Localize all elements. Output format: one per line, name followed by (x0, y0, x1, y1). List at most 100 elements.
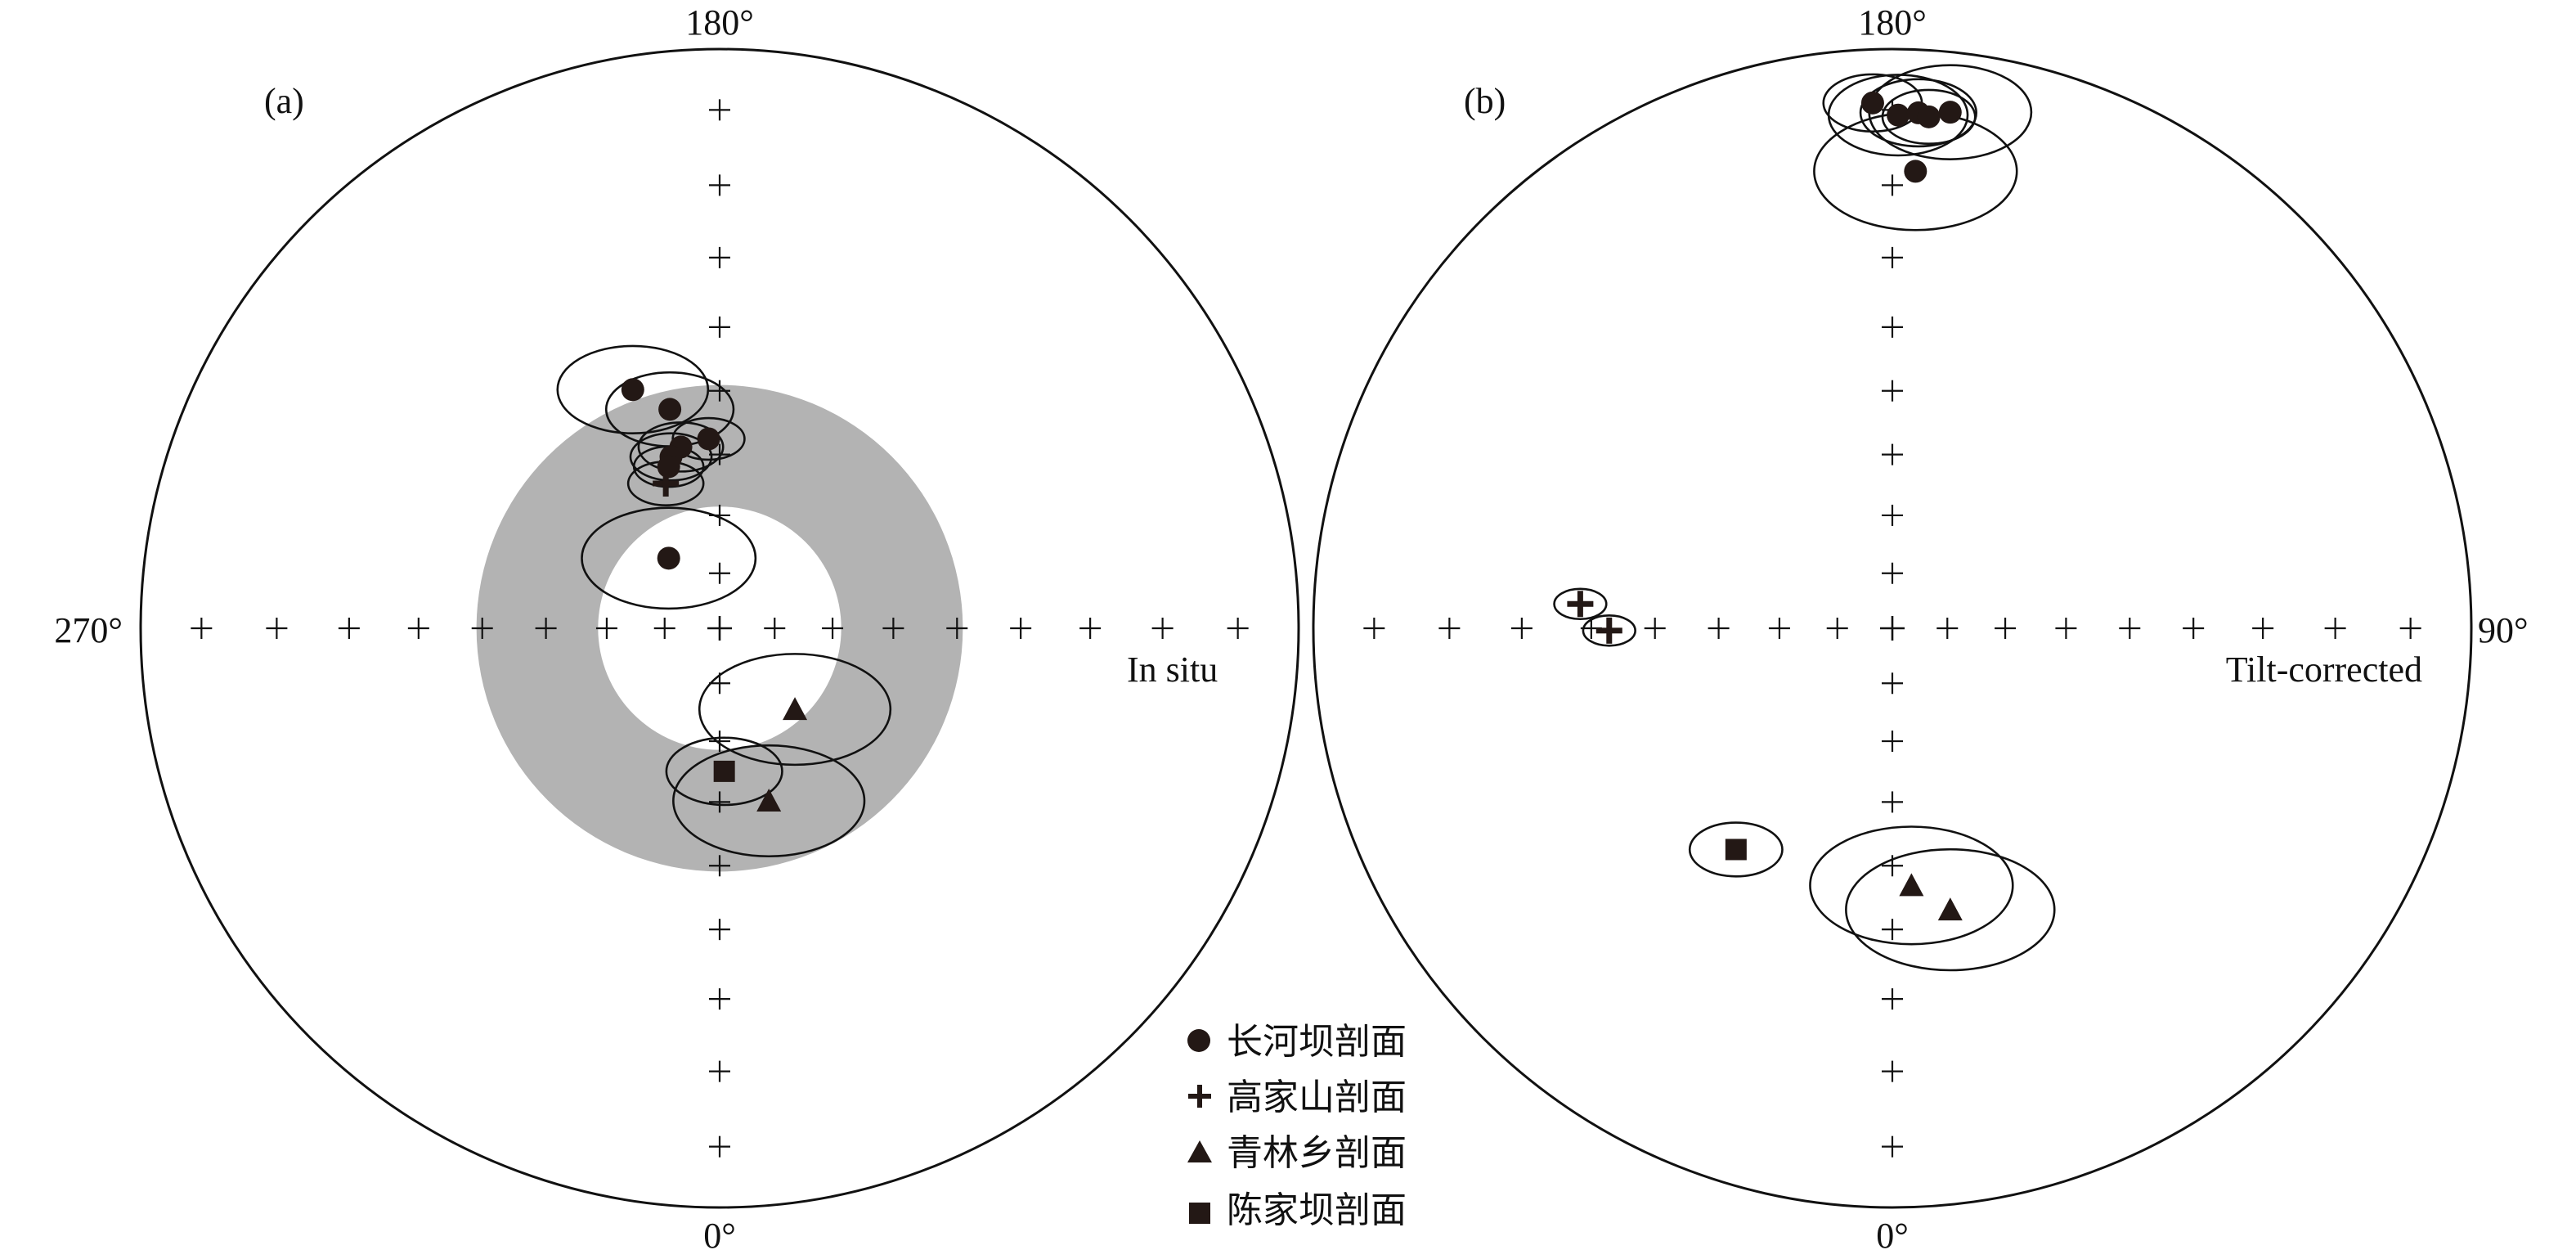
panel-label-a: (a) (264, 81, 304, 121)
grid-cross (2399, 618, 2421, 639)
data-point-triangle (1899, 873, 1924, 897)
grid-cross (1936, 618, 1959, 639)
grid-cross (2324, 618, 2346, 639)
grid-cross (1010, 618, 1032, 639)
panel-b: (b) Tilt-corrected 180° 90° 0° (1312, 2, 2529, 1256)
confidence-ellipse (1881, 88, 1977, 145)
grid-cross (1882, 246, 1903, 268)
grid-cross (709, 855, 730, 877)
data-point-triangle (1937, 897, 1963, 921)
grid-cross (266, 618, 288, 639)
confidence-ellipse (698, 653, 892, 767)
data-point-triangle (783, 697, 808, 721)
data-point-circle (1887, 103, 1910, 127)
grid-cross (946, 618, 968, 639)
grid-cross (1882, 1135, 1903, 1158)
grid-cross (1882, 988, 1903, 1010)
grid-cross (1882, 791, 1903, 813)
data-point-plus (653, 470, 680, 497)
grid-cross (1438, 618, 1461, 639)
data-point-circle (621, 378, 644, 402)
grid-cross (1510, 618, 1533, 639)
tick-label-0-b: 0° (1876, 1216, 1909, 1256)
confidence-ellipse (581, 506, 757, 610)
grid-cross (338, 618, 360, 639)
grid-cross (2252, 618, 2274, 639)
grid-cross (1708, 618, 1730, 639)
confidence-ellipses-b (1553, 64, 2056, 972)
legend-square-marker (1189, 1203, 1210, 1224)
grid-cross (764, 618, 786, 639)
grid-cross (1882, 672, 1903, 695)
grid-cross (471, 618, 493, 639)
confidence-ellipse (629, 432, 713, 482)
grid-cross (1882, 1060, 1903, 1082)
grid-cross (1882, 443, 1903, 465)
grid-cross (709, 380, 730, 402)
legend-label-circle: 长河坝剖面 (1227, 1021, 1407, 1063)
grid-cross (709, 316, 730, 338)
legend-plus-marker (1188, 1085, 1211, 1108)
confidence-ellipse (1688, 821, 1784, 878)
panel-label-b: (b) (1464, 81, 1506, 121)
confidence-ellipse (637, 421, 725, 473)
data-points-a (621, 378, 808, 812)
data-point-circle (1938, 101, 1962, 124)
grid-cross (709, 246, 730, 268)
grid-cross (1644, 618, 1666, 639)
grid-cross (1768, 618, 1790, 639)
legend-triangle-marker (1187, 1140, 1212, 1162)
shaded-annulus (476, 384, 963, 872)
legend: 长河坝剖面 高家山剖面 青林乡剖面 陈家坝剖面 (1187, 1021, 1407, 1231)
confidence-ellipse (1845, 848, 2056, 972)
grid-cross (1227, 618, 1249, 639)
annotation-tilt-corrected: Tilt-corrected (2226, 650, 2422, 690)
grid-cross-center (1880, 616, 1905, 641)
confidence-ellipse (671, 416, 746, 461)
tick-label-180-b: 180° (1858, 2, 1927, 43)
data-point-circle (697, 427, 720, 451)
data-point-plus (1567, 591, 1594, 618)
legend-label-plus: 高家山剖面 (1227, 1077, 1407, 1118)
grid-cross (709, 791, 730, 813)
grid-cross (709, 731, 730, 753)
tick-label-90: 90° (2478, 610, 2529, 650)
grid-cross (709, 988, 730, 1010)
grid-cross (1882, 504, 1903, 526)
grid-cross (1882, 174, 1903, 196)
grid-cross (1882, 919, 1903, 941)
data-point-square (713, 760, 735, 782)
grid-cross (709, 443, 730, 465)
primitive-circle-b (1312, 47, 2473, 1209)
confidence-ellipse (1859, 78, 1977, 148)
tick-label-270: 270° (54, 610, 123, 650)
data-point-square (1725, 839, 1747, 861)
confidence-ellipse (556, 344, 710, 434)
grid-cross (1882, 562, 1903, 584)
grid-cross (709, 562, 730, 584)
grid-cross (822, 618, 844, 639)
grid-cross (1882, 380, 1903, 402)
grid-cross (1079, 618, 1102, 639)
grid-cross (1151, 618, 1174, 639)
tick-label-0-a: 0° (703, 1216, 736, 1256)
grid-crosses-a (191, 99, 1249, 1158)
data-point-circle (657, 546, 680, 570)
grid-cross (2119, 618, 2141, 639)
data-point-plus (1595, 617, 1622, 644)
data-point-circle (658, 398, 682, 421)
confidence-ellipse (1827, 74, 1969, 157)
tick-label-180-a: 180° (685, 2, 754, 43)
grid-cross (2183, 618, 2205, 639)
grid-cross (1882, 731, 1903, 753)
confidence-ellipse (1582, 614, 1636, 647)
grid-cross (709, 99, 730, 121)
grid-cross (2055, 618, 2077, 639)
grid-cross (653, 618, 675, 639)
data-points-b (1567, 91, 1963, 921)
grid-cross (882, 618, 904, 639)
legend-circle-marker (1187, 1029, 1210, 1052)
legend-label-square: 陈家坝剖面 (1227, 1189, 1407, 1231)
